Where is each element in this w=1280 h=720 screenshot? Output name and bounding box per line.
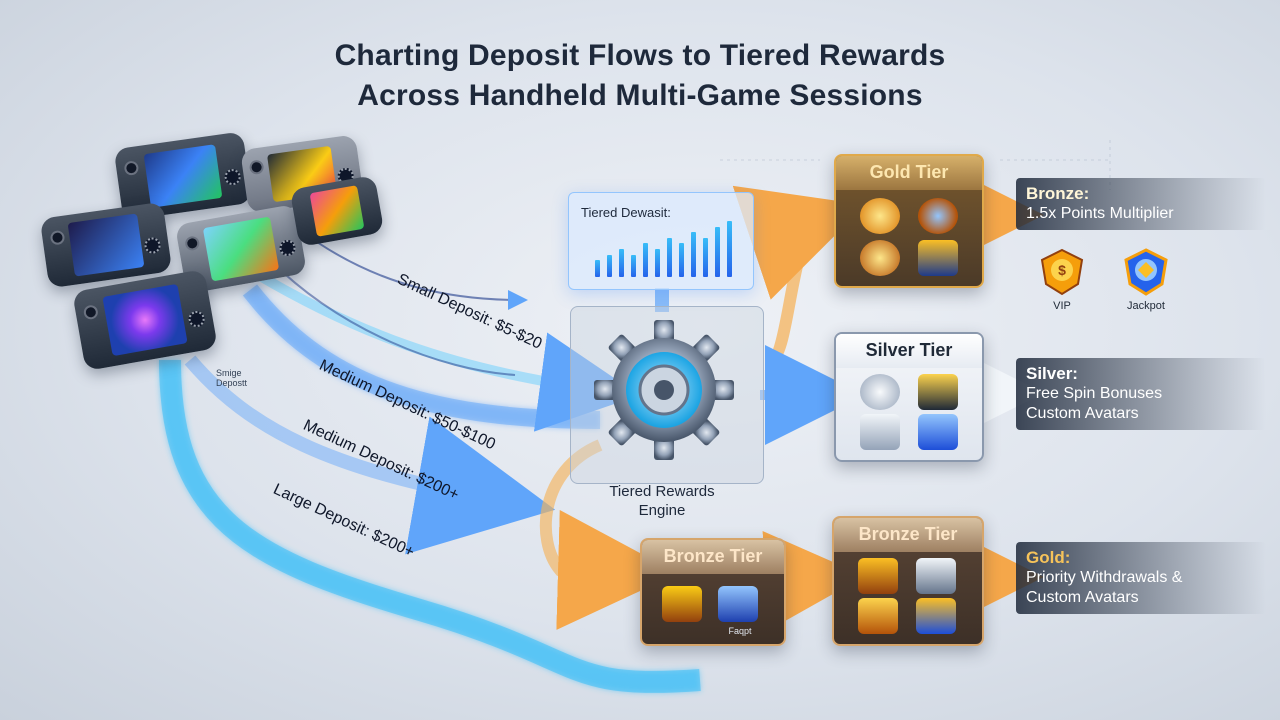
gold-chest-icon xyxy=(918,240,958,276)
engine-label-line-1: Tiered Rewards xyxy=(609,483,715,500)
engine-label-line-2: Engine xyxy=(638,502,686,519)
tier-header xyxy=(834,518,982,552)
device-screen xyxy=(67,213,145,277)
diagram-title: Charting Deposit Flows to Tiered Rewards… xyxy=(0,36,1280,116)
silver-reward-panel: Silver: Free Spin Bonuses Custom Avatars xyxy=(1016,358,1266,430)
jackpot-badge-icon xyxy=(1124,248,1168,296)
engine-to-bronze-flow xyxy=(539,439,678,630)
thin-flow-b xyxy=(269,259,516,376)
bronze-reward-line-1: 1.5x Points Multiplier xyxy=(1026,205,1174,222)
chart-bar xyxy=(595,260,600,277)
blue-stack-icon xyxy=(718,586,758,622)
buttons-icon xyxy=(278,238,297,258)
gold-shield-icon xyxy=(860,198,900,234)
large-deposit-flow xyxy=(159,359,701,693)
title-line-2: Across Handheld Multi-Game Sessions xyxy=(357,79,923,112)
svg-text:$: $ xyxy=(1058,262,1066,278)
chart-title: Tiered Dewasit: xyxy=(581,205,671,220)
vip-badge-label: VIP xyxy=(1053,300,1071,312)
silver-reward-line-2: Custom Avatars xyxy=(1026,405,1139,422)
device-screen xyxy=(309,185,365,237)
tier-header xyxy=(836,334,982,368)
gold-tier-box: Gold Tier xyxy=(834,154,984,288)
silver-chest-icon xyxy=(918,414,958,450)
silver-tier-box: Silver Tier xyxy=(834,332,984,462)
dollar-box-icon xyxy=(662,586,702,622)
bronze-tier-box-left: Bronze Tier Faqpt xyxy=(640,538,786,646)
jackpot-badge-label: Jackpot xyxy=(1127,300,1165,312)
device-screen xyxy=(102,283,188,357)
chart-bar xyxy=(703,238,708,277)
bronze-reward-heading: Bronze: xyxy=(1026,184,1090,203)
gold-stack-icon xyxy=(858,598,898,634)
joystick-icon xyxy=(184,235,201,252)
chart-bar xyxy=(655,249,660,277)
note-line-1: Smige xyxy=(216,368,242,378)
tier-header xyxy=(836,156,982,190)
silver-shield-icon xyxy=(860,374,900,410)
engine-label: Tiered Rewards Engine xyxy=(580,482,744,520)
gold-tier-title: Gold Tier xyxy=(869,162,949,182)
gold-laurel-icon xyxy=(918,198,958,234)
chart-bar xyxy=(679,243,684,277)
deposit-chart-panel: Tiered Dewasit: xyxy=(568,192,754,290)
medium-deposit-flow-1 xyxy=(242,284,601,429)
buttons-icon xyxy=(187,309,206,329)
chart-bar xyxy=(667,238,672,277)
buttons-icon xyxy=(143,236,162,255)
device-screen xyxy=(202,216,280,282)
engine-to-gold-flow xyxy=(732,186,866,366)
chart-bar xyxy=(619,249,624,277)
silver-dollar-box-icon xyxy=(916,558,956,594)
silver-tier-title: Silver Tier xyxy=(865,340,953,360)
gold-reward-line-1: Priority Withdrawals & xyxy=(1026,569,1183,586)
joystick-icon xyxy=(82,304,99,321)
small-deposit-flow xyxy=(247,265,640,432)
chart-bar xyxy=(715,227,720,277)
note-line-2: Depostt xyxy=(216,378,248,388)
device-screen xyxy=(143,143,223,209)
silver-reward-line-1: Free Spin Bonuses xyxy=(1026,385,1163,402)
gold-reward-panel: Gold: Priority Withdrawals & Custom Avat… xyxy=(1016,542,1266,614)
chart-bar xyxy=(643,243,648,277)
bronze-reward-panel: Bronze: 1.5x Points Multiplier xyxy=(1016,178,1266,230)
gear-icon xyxy=(594,320,734,460)
chart-bar xyxy=(691,232,696,277)
chart-bar xyxy=(727,221,732,277)
gold-bars-icon xyxy=(858,558,898,594)
bronze-tier-box-right: Bronze Tier xyxy=(832,516,984,646)
gold-reward-heading: Gold: xyxy=(1026,548,1071,567)
blue-chest-icon xyxy=(916,598,956,634)
joystick-icon xyxy=(49,229,66,246)
bronze-icon-caption: Faqpt xyxy=(728,626,752,636)
buttons-icon xyxy=(223,168,242,187)
medium-deposit-flow-2 xyxy=(184,355,556,555)
bronze-tier-title-right: Bronze Tier xyxy=(858,524,958,544)
gold-coin-icon xyxy=(860,240,900,276)
thin-flow-a xyxy=(299,229,528,310)
joystick-icon xyxy=(248,159,265,176)
tier-header xyxy=(642,540,784,574)
chart-bar xyxy=(631,255,636,277)
silver-reward-heading: Silver: xyxy=(1026,364,1078,383)
bronze-tier-title-left: Bronze Tier xyxy=(663,546,763,566)
title-line-1: Charting Deposit Flows to Tiered Rewards xyxy=(334,39,946,72)
silver-box-icon xyxy=(918,374,958,410)
joystick-icon xyxy=(123,160,140,177)
gold-reward-line-2: Custom Avatars xyxy=(1026,589,1139,606)
single-deposit-note: Smige Depostt xyxy=(216,368,247,388)
vip-badge-icon: $ xyxy=(1040,248,1084,296)
silver-gift-icon xyxy=(860,414,900,450)
chart-bar xyxy=(607,255,612,277)
bronze-to-bronze-flow xyxy=(762,531,865,631)
